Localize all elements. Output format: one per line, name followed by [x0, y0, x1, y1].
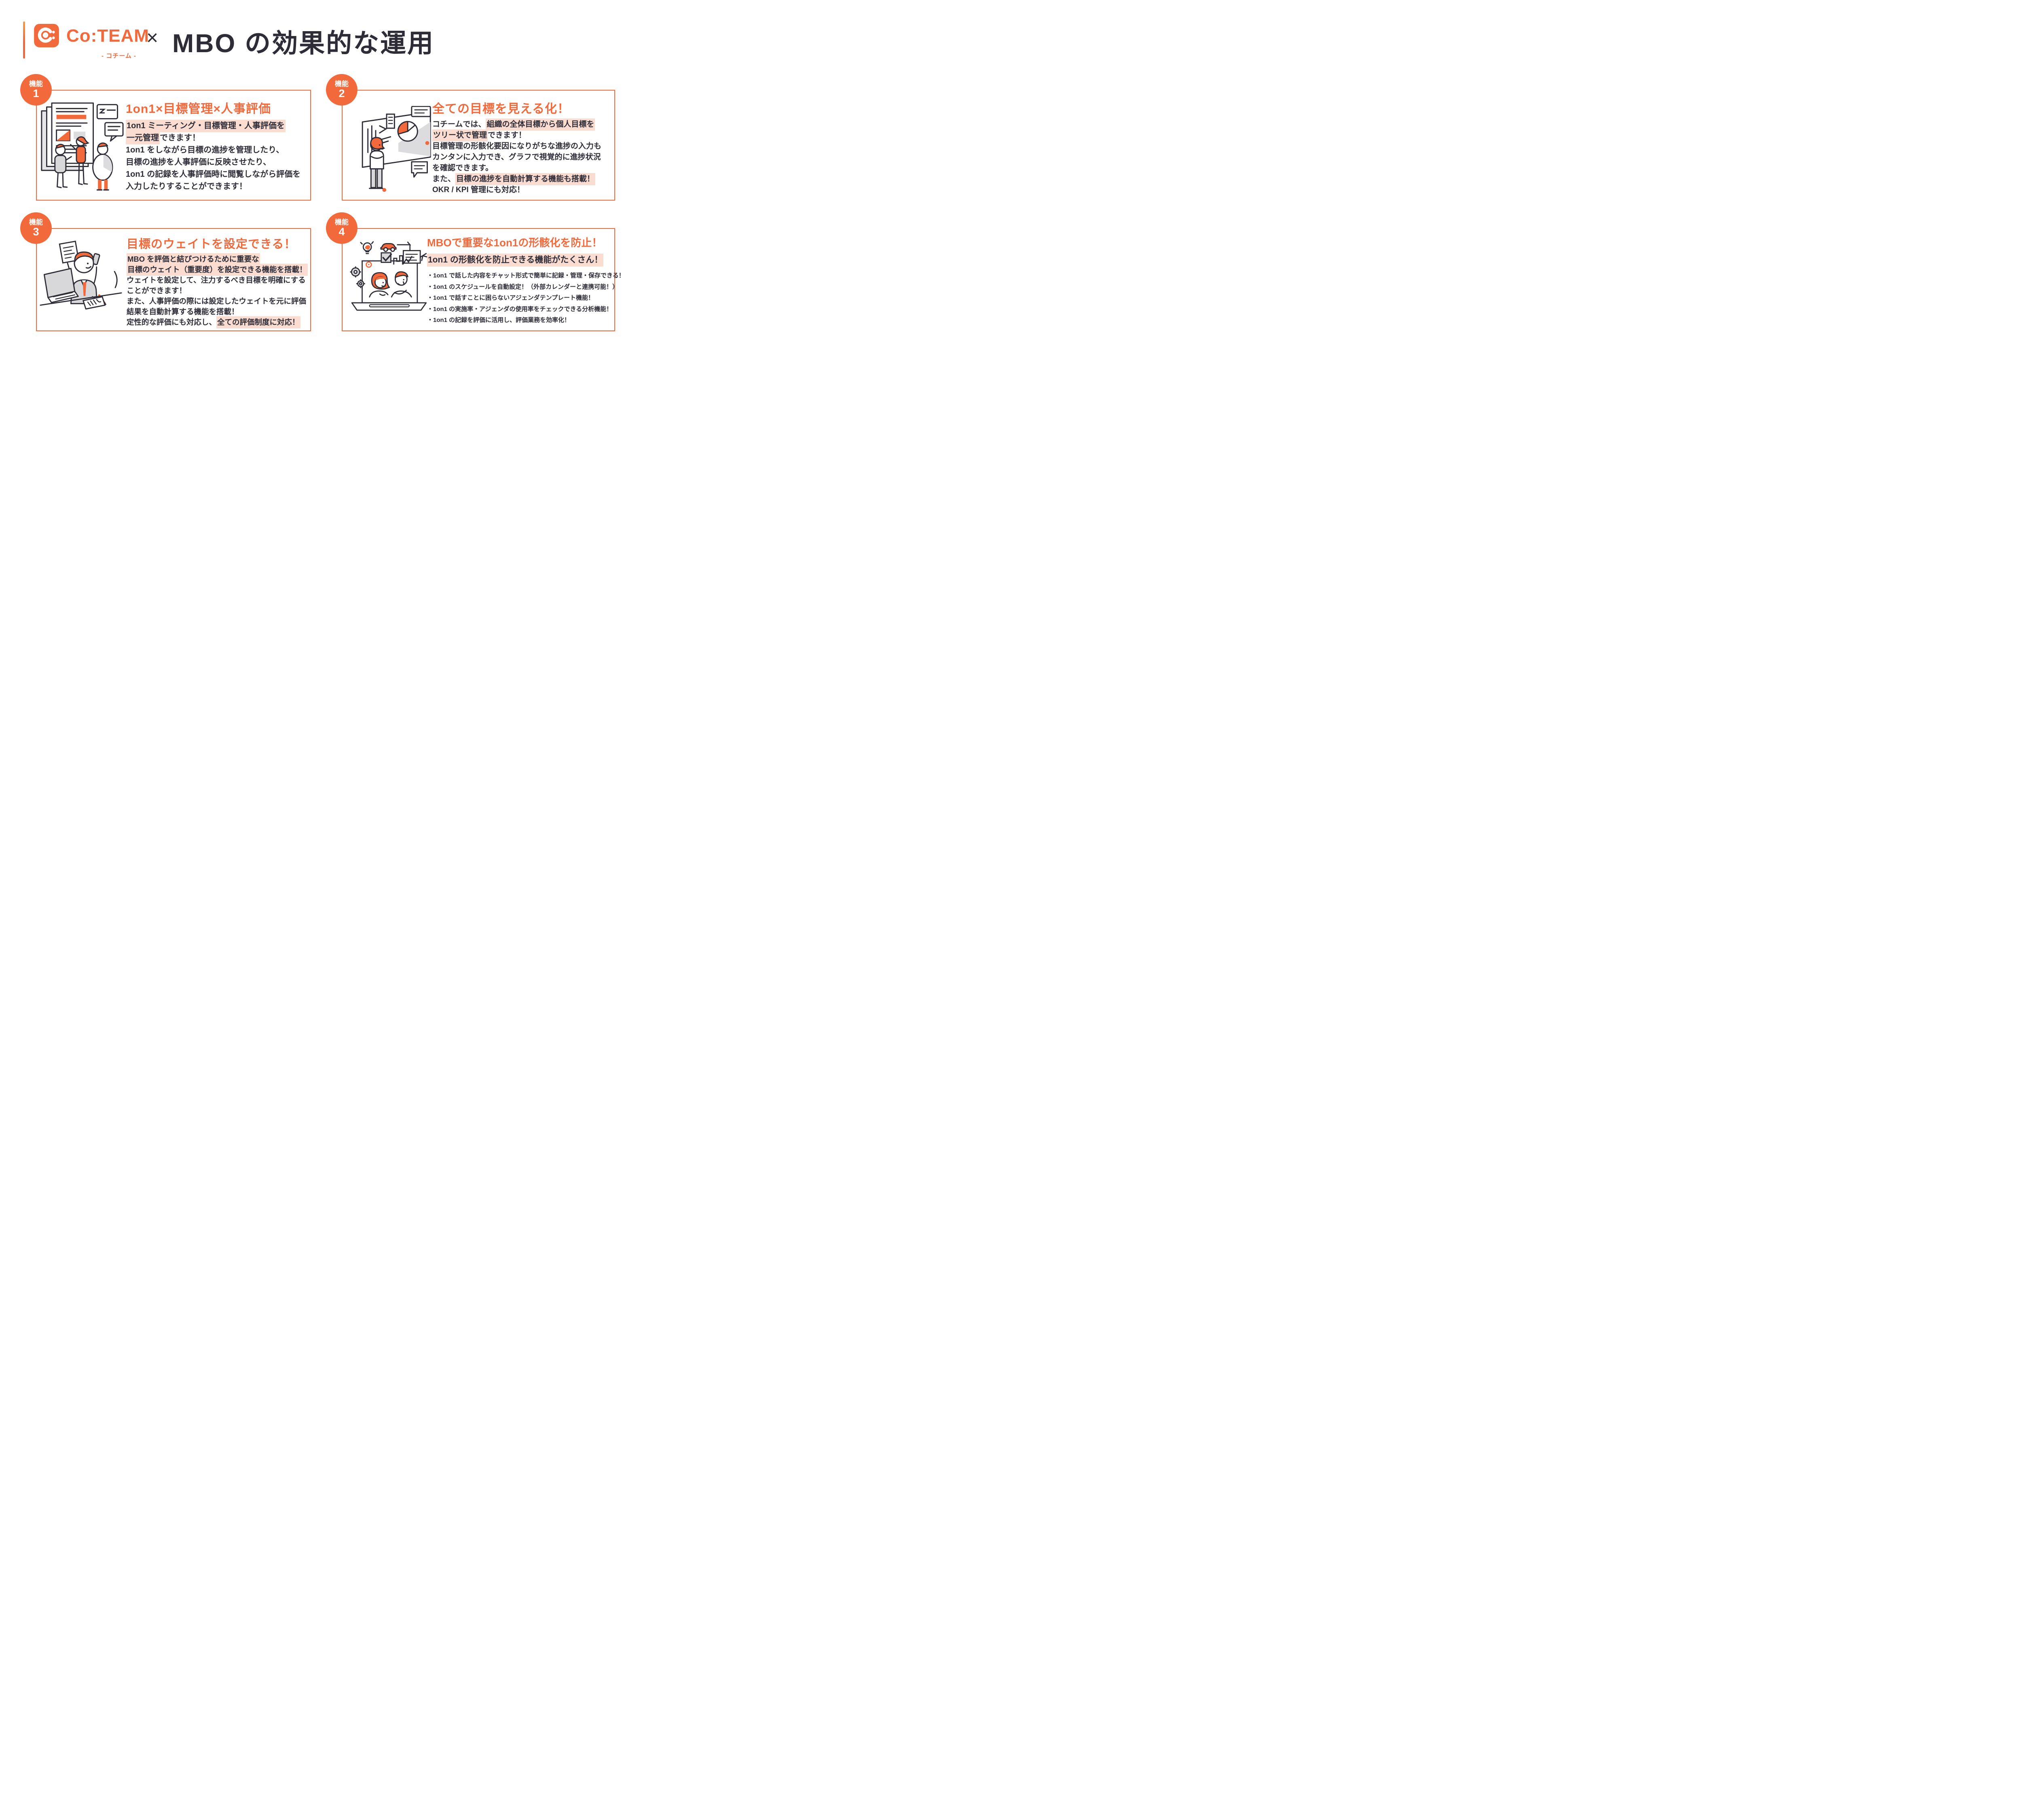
bullet-item: ・1on1 で話した内容をチャット形式で簡単に記録・管理・保存できる！ — [427, 272, 625, 279]
card-title: 目標のウェイトを設定できる！ — [127, 238, 296, 251]
online-1on1-illustration — [350, 241, 427, 311]
body-line: カンタンに入力でき、グラフで視覚的に進捗状況 — [432, 152, 615, 163]
feature-badge: 機能 4 — [326, 212, 357, 244]
body-line: また、目標の進捗を自動計算する機能も搭載！ — [432, 173, 615, 185]
body-line: ツリー状で管理できます！ — [432, 129, 615, 142]
plain-text: 目標管理の形骸化要因になりがちな進捗の入力も — [432, 142, 602, 150]
feature-card-1: 機能 1 — [20, 74, 311, 201]
card-body: 1on1 の形骸化を防止できる機能がたくさん！ ・1on1 で話した内容をチャット… — [427, 254, 625, 326]
bullet-item: ・1on1 で話すことに困らないアジェンダテンプレート機能！ — [427, 294, 594, 301]
badge-label: 機能 — [29, 218, 43, 226]
page-title: MBO の効果的な運用 — [172, 29, 435, 58]
card-body: MBO を評価と結びつけるために重要な目標のウェイト（重要度）を設定できる機能を… — [127, 253, 309, 328]
plain-text: ウェイトを設定して、注力するべき目標を明確にする — [127, 276, 306, 284]
body-line: ウェイトを設定して、注力するべき目標を明確にする — [127, 275, 309, 286]
highlighted-text: 組織の全体目標から個人目標を — [486, 119, 595, 131]
plain-text: を確認できます。 — [432, 164, 493, 172]
page: { "colors": { "accent": "#f2693c", "high… — [0, 0, 647, 364]
card-body: 1on1 ミーティング・目標管理・人事評価を一元管理できます！ 1on1 をしなが… — [126, 120, 310, 193]
body-line: MBO を評価と結びつけるために重要な — [127, 253, 309, 265]
badge-number: 3 — [33, 225, 39, 238]
bullet-item: ・1on1 のスケジュールを自動設定！（外部カレンダーと連携可能！） — [427, 283, 619, 290]
badge-label: 機能 — [29, 80, 43, 88]
highlighted-text: 全ての評価制度に対応！ — [216, 316, 300, 328]
plain-text: 結果を自動計算する機能を搭載！ — [127, 307, 239, 316]
body-line: 目標の進捗を人事評価に反映させたり、 — [126, 156, 310, 168]
plain-text: また、人事評価の際には設定したウェイトを元に評価 — [127, 297, 307, 305]
brand-name: Co:TEAM — [66, 26, 149, 46]
plain-text: 1on1 をしながら目標の進捗を管理したり、 — [126, 146, 284, 154]
plain-text: できます！ — [488, 131, 527, 140]
plain-text: コチームでは、 — [432, 120, 486, 129]
busy-desk-worker-illustration — [40, 240, 122, 310]
highlighted-text: 一元管理 — [126, 132, 160, 144]
highlighted-text: MBO を評価と結びつけるために重要な — [127, 253, 260, 265]
highlighted-text: ツリー状で管理 — [432, 129, 488, 142]
feature-card-3: 機能 3 — [20, 212, 311, 331]
coteam-logo-icon — [34, 24, 59, 47]
bullet-item: ・1on1 の記録を評価に活用し、評価業務を効率化！ — [427, 317, 571, 324]
badge-number: 4 — [338, 225, 345, 238]
plain-text: 定性的な評価にも対応し、 — [127, 318, 217, 326]
plain-text: 入力したりすることができます！ — [126, 182, 247, 191]
separator-x: × — [146, 26, 159, 49]
meeting-discussion-illustration — [41, 102, 124, 191]
highlighted-text: 目標のウェイト（重要度）を設定できる機能を搭載！ — [127, 264, 308, 276]
badge-number: 2 — [338, 87, 345, 99]
body-line: 目標のウェイト（重要度）を設定できる機能を搭載！ — [127, 264, 309, 276]
plain-text: カンタンに入力でき、グラフで視覚的に進捗状況 — [432, 153, 601, 161]
brand-kana: - コチーム - — [102, 53, 136, 59]
plain-text: 1on1 の記録を人事評価時に閲覧しながら評価を — [126, 170, 301, 179]
plain-text: OKR / KPI 管理にも対応！ — [432, 186, 525, 194]
card-body: コチームでは、組織の全体目標から個人目標をツリー状で管理できます！目標管理の形骸… — [432, 119, 615, 195]
plain-text: 目標の進捗を人事評価に反映させたり、 — [126, 158, 271, 167]
card-title: 1on1×目標管理×人事評価 — [126, 102, 271, 116]
feature-badge: 機能 3 — [20, 212, 52, 244]
plain-text: できます！ — [160, 133, 200, 142]
body-line: OKR / KPI 管理にも対応！ — [432, 184, 615, 195]
body-line: 入力したりすることができます！ — [126, 180, 310, 193]
card-title: 全ての目標を見える化！ — [432, 102, 570, 116]
body-line: 定性的な評価にも対応し、全ての評価制度に対応！ — [127, 316, 309, 328]
goal-tree-board-illustration — [362, 106, 431, 192]
body-line: を確認できます。 — [432, 163, 615, 174]
bullet-item: ・1on1 の実施率・アジェンダの使用率をチェックできる分析機能！ — [427, 305, 613, 313]
feature-badge: 機能 2 — [326, 74, 357, 106]
card-subtitle: 1on1 の形骸化を防止できる機能がたくさん！ — [427, 254, 614, 267]
badge-label: 機能 — [335, 80, 349, 88]
feature-card-4: 機能 4 — [326, 212, 625, 331]
body-line: 一元管理できます！ — [126, 132, 310, 144]
feature-badge: 機能 1 — [20, 74, 52, 106]
highlighted-text: 目標の進捗を自動計算する機能も搭載！ — [455, 173, 596, 185]
body-line: ことができます！ — [127, 286, 309, 296]
body-line: また、人事評価の際には設定したウェイトを元に評価 — [127, 296, 309, 307]
badge-label: 機能 — [335, 218, 349, 226]
plain-text: また、 — [432, 175, 456, 183]
body-line: 1on1 の記録を人事評価時に閲覧しながら評価を — [126, 168, 310, 180]
card-title: MBOで重要な1on1の形骸化を防止！ — [427, 237, 603, 249]
badge-number: 1 — [33, 87, 39, 99]
body-line: 結果を自動計算する機能を搭載！ — [127, 307, 309, 317]
body-line: 1on1 をしながら目標の進捗を管理したり、 — [126, 144, 310, 156]
body-line: 1on1 ミーティング・目標管理・人事評価を — [126, 120, 310, 132]
highlighted-text: 1on1 ミーティング・目標管理・人事評価を — [126, 120, 286, 132]
feature-card-2: 機能 2 — [326, 74, 615, 201]
plain-text: ことができます！ — [127, 286, 187, 295]
highlighted-text: 1on1 の形骸化を防止できる機能がたくさん！ — [427, 254, 604, 267]
accent-bar — [23, 21, 25, 59]
body-line: 目標管理の形骸化要因になりがちな進捗の入力も — [432, 141, 615, 152]
body-line: コチームでは、組織の全体目標から個人目標を — [432, 119, 615, 131]
